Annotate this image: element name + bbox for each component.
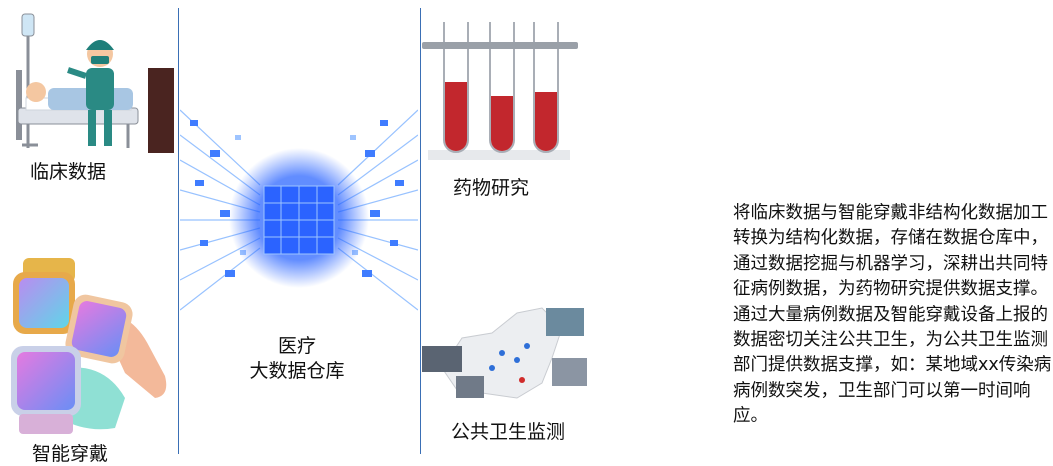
medical-data-warehouse-label: 医疗 大数据仓库 bbox=[232, 334, 362, 384]
warehouse-label-line2: 大数据仓库 bbox=[249, 360, 345, 382]
test-tubes-illustration bbox=[422, 22, 578, 160]
smartwatch-illustration bbox=[11, 258, 167, 434]
divider-left bbox=[178, 8, 179, 454]
data-warehouse-illustration bbox=[180, 109, 418, 311]
description-paragraph-1: 将临床数据与智能穿戴非结构化数据加工转换为结构化数据，存储在数据仓库中，通过数据… bbox=[733, 203, 1048, 300]
warehouse-label-line1: 医疗 bbox=[277, 335, 316, 357]
description-paragraph-2: 通过大量病例数据及智能穿戴设备上报的数据密切关注公共卫生，为公共卫生监测部门提供… bbox=[733, 304, 1052, 427]
public-health-monitoring-label: 公共卫生监测 bbox=[451, 421, 566, 443]
divider-right bbox=[420, 8, 421, 454]
drug-research-label: 药物研究 bbox=[453, 177, 530, 199]
hospital-bed-illustration bbox=[16, 13, 174, 153]
wearable-label: 智能穿戴 bbox=[32, 443, 109, 465]
map-illustration bbox=[422, 307, 587, 399]
description-text: 将临床数据与智能穿戴非结构化数据加工转换为结构化数据，存储在数据仓库中，通过数据… bbox=[733, 201, 1053, 430]
clinical-data-label: 临床数据 bbox=[30, 161, 107, 183]
